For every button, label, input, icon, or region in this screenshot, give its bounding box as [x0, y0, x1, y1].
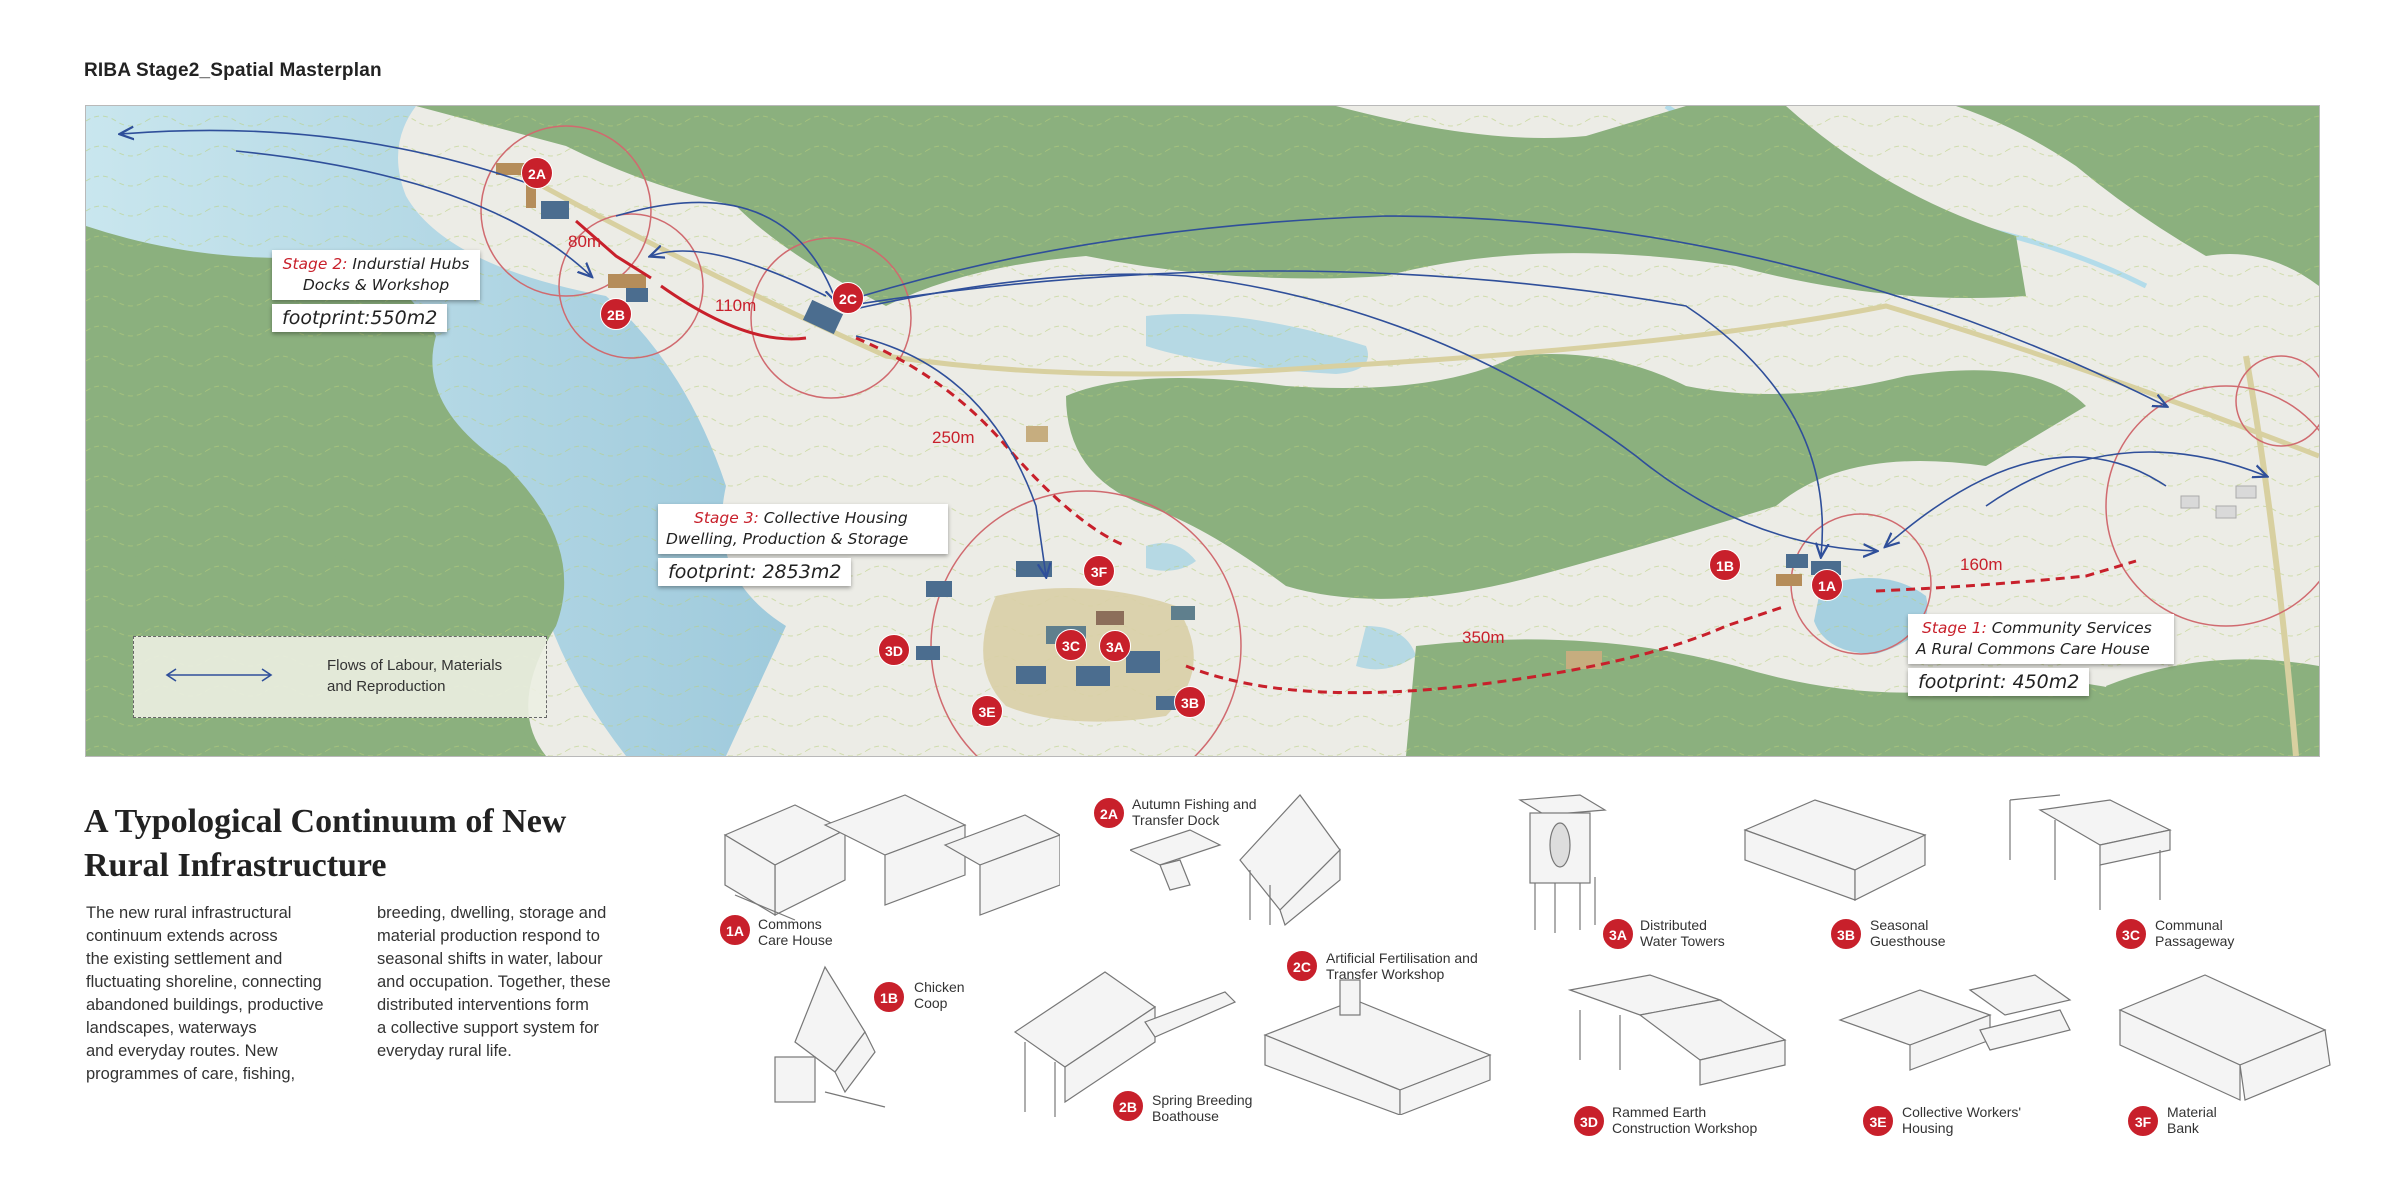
callout-stage1-line2: A Rural Commons Care House: [1916, 640, 2150, 658]
callout-stage2-line1: Indurstial Hubs: [352, 255, 470, 273]
callout-stage1-line1: Community Services: [1991, 619, 2152, 637]
callout-stage3-stage: Stage 3:: [694, 509, 759, 527]
callout-stage1-stage: Stage 1:: [1922, 619, 1987, 637]
callout-stage2-line2: Docks & Workshop: [302, 276, 450, 294]
callout-stage2-stage: Stage 2:: [282, 255, 348, 273]
typology-label-2b: Spring Breeding Boathouse: [1152, 1092, 1253, 1124]
typology-label-2a: Autumn Fishing and Transfer Dock: [1132, 796, 1257, 828]
marker-3e[interactable]: 3E: [971, 695, 1003, 727]
typology-badge-1a[interactable]: 1A: [719, 914, 751, 946]
marker-3f[interactable]: 3F: [1083, 555, 1115, 587]
marker-3a[interactable]: 3A: [1099, 630, 1131, 662]
legend-line1: Flows of Labour, Materials: [327, 657, 503, 674]
typology-label-3b: Seasonal Guesthouse: [1870, 917, 1946, 949]
drawing-1a-commons-care-house: [723, 794, 1060, 921]
typology-label-1b: Chicken Coop: [914, 979, 965, 1011]
footprint-stage2: footprint:550m2: [272, 304, 448, 332]
drawing-3d-rammed-earth-workshop: [1567, 974, 1787, 1086]
drawing-2b-boathouse: [1013, 971, 1237, 1117]
drawing-3a-water-tower: [1518, 794, 1607, 933]
marker-3c[interactable]: 3C: [1055, 629, 1087, 661]
typology-badge-2b[interactable]: 2B: [1112, 1090, 1144, 1122]
drawing-3e-workers-housing: [1838, 974, 2072, 1071]
buildings-2c: [802, 299, 844, 335]
typology-label-3c: Communal Passageway: [2155, 917, 2235, 949]
typology-label-3e: Collective Workers' Housing: [1902, 1104, 2022, 1136]
distance-160m: 160m: [1960, 555, 2003, 574]
page-title: RIBA Stage2_Spatial Masterplan: [84, 60, 382, 81]
connections-red: [575, 219, 2137, 695]
typology-label-1a: Commons Care House: [758, 916, 833, 948]
road-east: [2243, 355, 2299, 756]
typology-label-3d: Rammed Earth Construction Workshop: [1612, 1104, 1758, 1136]
callout-stage3-line2: Dwelling, Production & Storage: [666, 530, 909, 548]
drawing-2a-fishing-dock: [1130, 794, 1341, 927]
callout-stage3-line1: Collective Housing: [763, 509, 908, 527]
callout-stage2: Stage 2: Indurstial Hubs Docks & Worksho…: [272, 250, 480, 300]
flow-arrows: [121, 130, 2266, 576]
drawing-3f-material-bank: [2118, 974, 2331, 1101]
marker-2b[interactable]: 2B: [600, 298, 632, 330]
drawing-1b-chicken-coop: [774, 965, 886, 1108]
zone-circle-2c: [750, 237, 912, 399]
callout-stage1: Stage 1: Community Services A Rural Comm…: [1908, 614, 2174, 664]
distance-250m: 250m: [932, 428, 975, 447]
typology-label-3a: Distributed Water Towers: [1640, 917, 1725, 949]
body-text-col1: The new rural infrastructural continuum …: [86, 904, 324, 1083]
typology-badge-3d[interactable]: 3D: [1573, 1105, 1605, 1137]
marker-2c[interactable]: 2C: [832, 282, 864, 314]
marker-2a[interactable]: 2A: [521, 157, 553, 189]
section-heading: A Typological Continuum of New Rural Inf…: [84, 803, 567, 884]
settlement-stage3: [983, 588, 1194, 722]
body-text-col2: breeding, dwelling, storage and material…: [377, 904, 611, 1060]
typology-badge-3f[interactable]: 3F: [2127, 1105, 2159, 1137]
zone-circle-east: [2105, 385, 2319, 627]
legend-line2: and Reproduction: [327, 678, 446, 695]
typology-badge-3e[interactable]: 3E: [1862, 1105, 1894, 1137]
zone-circle-2a: [480, 125, 652, 297]
buildings-stage1: [1566, 485, 2257, 669]
legend-flow-arrow-icon: [165, 668, 273, 682]
drawing-2c-workshop: [1263, 979, 1492, 1115]
typology-label-3f: Material Bank: [2167, 1104, 2217, 1136]
buildings-stage3: [916, 426, 1195, 710]
marker-1a[interactable]: 1A: [1811, 569, 1843, 601]
map-legend: Flows of Labour, Materials and Reproduct…: [133, 636, 547, 718]
typology-badge-2a[interactable]: 2A: [1093, 797, 1125, 829]
drawing-3c-passageway: [2009, 794, 2172, 910]
typology-badge-3c[interactable]: 3C: [2115, 918, 2147, 950]
typology-badge-3a[interactable]: 3A: [1602, 918, 1634, 950]
drawing-3b-guesthouse: [1743, 799, 1927, 901]
distance-350m: 350m: [1462, 628, 1505, 647]
buildings-2b: [608, 274, 648, 302]
marker-3d[interactable]: 3D: [878, 634, 910, 666]
typology-label-2c: Artificial Fertilisation and Transfer Wo…: [1326, 950, 1478, 982]
marker-1b[interactable]: 1B: [1709, 549, 1741, 581]
typology-badge-1b[interactable]: 1B: [873, 981, 905, 1013]
distance-80m: 80m: [568, 232, 602, 251]
footprint-stage1: footprint: 450m2: [1908, 668, 2090, 696]
callout-stage3: Stage 3: Collective Housing Dwelling, Pr…: [658, 504, 948, 554]
marker-3b[interactable]: 3B: [1174, 686, 1206, 718]
footprint-stage3: footprint: 2853m2: [658, 558, 852, 586]
distance-110m: 110m: [715, 296, 757, 315]
zone-circle-2b: [558, 213, 704, 359]
road-main: [504, 163, 2319, 459]
typology-badge-3b[interactable]: 3B: [1830, 918, 1862, 950]
typology-badge-2c[interactable]: 2C: [1286, 950, 1318, 982]
zone-circle-east-small: [2235, 355, 2319, 447]
